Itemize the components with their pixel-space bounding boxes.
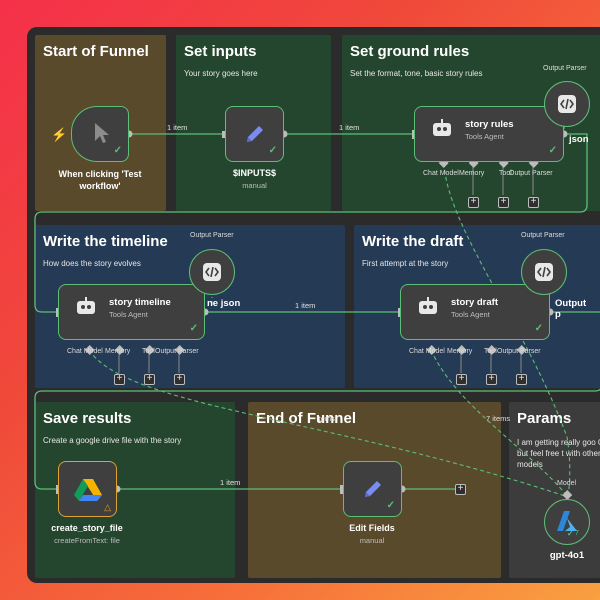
warning-icon: △ <box>104 502 111 512</box>
agent-type: Tools Agent <box>109 310 148 319</box>
port-label-memory: Memory <box>447 348 473 355</box>
edit-fields-meta: manual <box>359 536 385 545</box>
agent-name: story timeline <box>109 297 171 308</box>
trigger-node-title: When clicking 'Test workflow' <box>58 169 142 191</box>
port-label-memory: Memory <box>459 170 485 177</box>
port-label-tool: Tool <box>484 348 497 355</box>
agent-type: Tools Agent <box>451 310 490 319</box>
sticky-title: Params <box>517 410 572 427</box>
output-parser-node[interactable] <box>544 81 590 127</box>
google-drive-node[interactable]: △ <box>58 461 117 517</box>
inputs-node-meta: manual <box>242 181 267 190</box>
agent-type: Tools Agent <box>465 132 504 141</box>
run-count: 7 <box>575 530 579 537</box>
story-rules-agent-node[interactable]: story rules Tools Agent ✓ <box>414 106 564 162</box>
add-next-node-button[interactable]: + <box>455 484 466 495</box>
story-timeline-agent-node[interactable]: story timeline Tools Agent ✓ <box>58 284 205 340</box>
cursor-icon <box>95 123 109 143</box>
edge-label: items <box>317 414 335 423</box>
lightning-icon: ⚡ <box>51 127 68 142</box>
port-label-output-parser: Output Parser <box>509 170 553 177</box>
code-icon <box>535 263 553 281</box>
sticky-subtitle: Your story goes here <box>184 69 258 78</box>
sticky-subtitle: Set the format, tone, basic story rules <box>350 69 483 78</box>
edge-label: 1 item <box>295 301 316 310</box>
model-node-title: gpt-4o1 <box>549 550 585 561</box>
output-parser-label: Output Parser <box>521 232 565 239</box>
edge-label: 1 item <box>167 123 188 132</box>
azure-openai-model-node[interactable]: ✓ 7 <box>544 499 590 545</box>
sticky-title: Write the timeline <box>43 233 168 250</box>
edge-label: 1 item <box>220 478 241 487</box>
success-check-icon: ✓ <box>548 145 557 156</box>
add-memory-button[interactable]: + <box>144 374 155 385</box>
edge-label: 1 item <box>339 123 360 132</box>
success-check-icon: ✓ <box>386 500 395 511</box>
add-memory-button[interactable]: + <box>486 374 497 385</box>
edge-label: 7 items <box>486 414 511 423</box>
sticky-title: Save results <box>43 410 132 427</box>
output-parser-node[interactable] <box>521 249 567 295</box>
robot-icon <box>419 297 437 314</box>
robot-icon <box>433 119 451 136</box>
port-label-memory: Memory <box>105 348 131 355</box>
sticky-title: Write the draft <box>362 233 464 250</box>
story-draft-agent-node[interactable]: story draft Tools Agent ✓ <box>400 284 550 340</box>
port-label-chat-model: Chat Model <box>409 348 445 355</box>
sticky-subtitle: How does the story evolves <box>43 259 141 268</box>
model-port-label: Model <box>557 480 577 487</box>
set-inputs-node[interactable]: ✓ <box>225 106 284 162</box>
output-parser-name: Output p <box>555 298 587 320</box>
add-tool-button[interactable]: + <box>174 374 185 385</box>
output-parser-label: Output Parser <box>543 65 587 72</box>
google-drive-icon <box>74 479 102 501</box>
pencil-icon <box>365 481 381 497</box>
sticky-title: Set inputs <box>184 43 257 60</box>
agent-name: story rules <box>465 119 514 130</box>
output-parser-label: Output Parser <box>190 232 234 239</box>
port-label-chat-model: Chat Model <box>423 170 459 177</box>
sticky-title: Start of Funnel <box>43 43 149 60</box>
edit-fields-title: Edit Fields <box>349 523 395 533</box>
port-label-tool: Tool <box>499 170 512 177</box>
port-label-chat-model: Chat Model <box>67 348 103 355</box>
sticky-params[interactable]: Params I am getting really goo GPT-4o bu… <box>509 402 600 578</box>
sticky-title: End of Funnel <box>256 410 356 427</box>
sticky-subtitle: First attempt at the story <box>362 259 449 268</box>
sticky-subtitle: I am getting really goo GPT-4o but feel … <box>517 438 600 469</box>
drive-node-meta: createFromText: file <box>54 536 120 545</box>
port-label-tool: Tool <box>142 348 155 355</box>
success-check-icon: ✓ <box>268 145 277 156</box>
manual-trigger-node[interactable]: ✓ <box>71 106 129 162</box>
code-icon <box>203 263 221 281</box>
add-tool-button[interactable]: + <box>528 197 539 208</box>
output-parser-name: json <box>569 134 589 145</box>
success-check-icon: ✓ <box>534 323 543 334</box>
workflow-canvas[interactable]: Start of Funnel Set inputs Your story go… <box>27 27 600 583</box>
add-memory-button[interactable]: + <box>498 197 509 208</box>
inputs-node-title: $INPUTS$ <box>232 168 276 178</box>
azure-icon <box>557 511 577 531</box>
edit-fields-node[interactable]: ✓ <box>343 461 402 517</box>
drive-node-title: create_story_file <box>51 523 123 533</box>
port-label-output-parser: Output Parser <box>497 348 541 355</box>
add-model-button[interactable]: + <box>456 374 467 385</box>
port-label-output-parser: Output Parser <box>155 348 199 355</box>
success-check-icon: ✓ <box>113 145 122 156</box>
add-model-button[interactable]: + <box>468 197 479 208</box>
success-check-icon: ✓ <box>189 323 198 334</box>
add-model-button[interactable]: + <box>114 374 125 385</box>
output-parser-name: ne json <box>207 298 241 309</box>
pencil-icon <box>247 126 263 142</box>
robot-icon <box>77 297 95 314</box>
sticky-subtitle: Create a google drive file with the stor… <box>43 436 182 445</box>
sticky-title: Set ground rules <box>350 43 470 60</box>
add-tool-button[interactable]: + <box>516 374 527 385</box>
output-parser-node[interactable] <box>189 249 235 295</box>
success-check-icon: ✓ <box>567 529 574 538</box>
agent-name: story draft <box>451 297 498 308</box>
code-icon <box>558 95 576 113</box>
